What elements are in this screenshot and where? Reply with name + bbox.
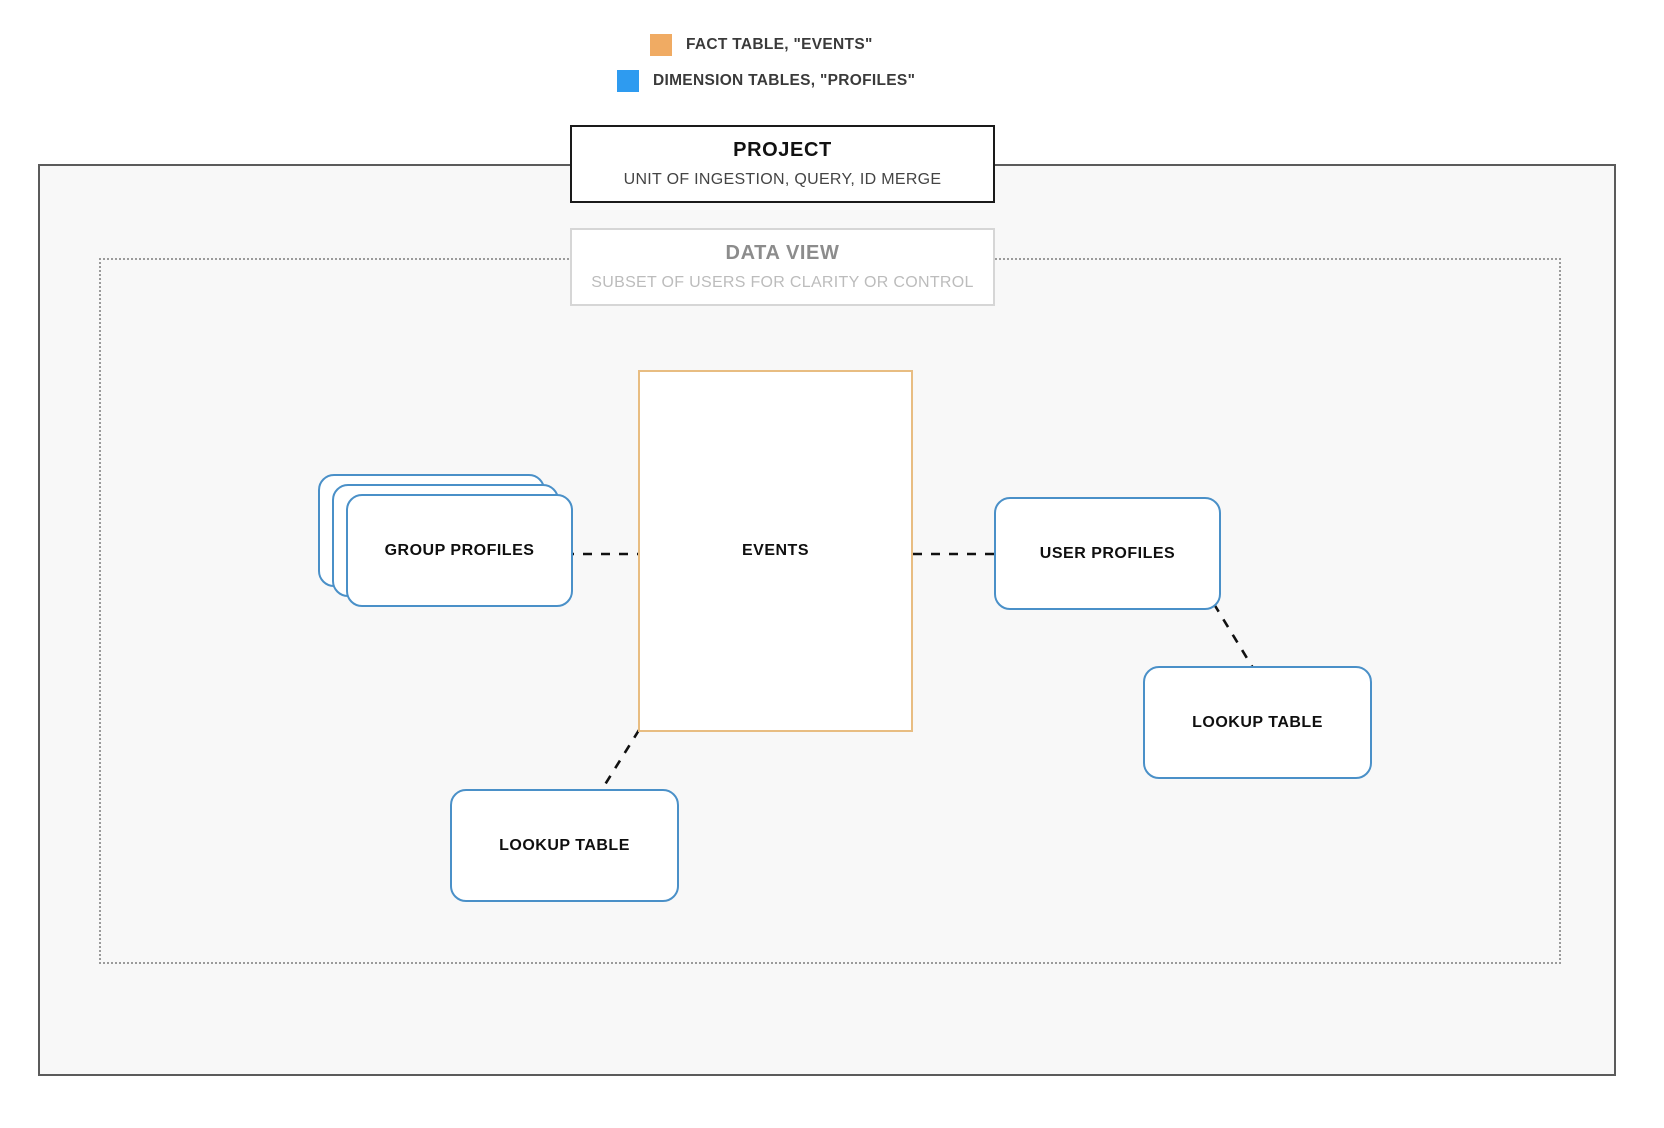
node-lookup-table-right-label: LOOKUP TABLE [1192,713,1323,731]
data-view-title-card: DATA VIEW SUBSET OF USERS FOR CLARITY OR… [570,228,995,306]
node-events[interactable]: EVENTS [638,370,913,732]
legend-item-dimension-tables: DIMENSION TABLES, "PROFILES" [0,66,1664,96]
node-lookup-table-right[interactable]: LOOKUP TABLE [1143,666,1372,779]
node-user-profiles-label: USER PROFILES [1039,544,1176,562]
project-title-card: PROJECT UNIT OF INGESTION, QUERY, ID MER… [570,125,995,203]
node-group-profiles-stack[interactable]: GROUP PROFILES [318,474,573,607]
legend-item-fact-table: FACT TABLE, "EVENTS" [0,30,1664,60]
legend-label-fact-table: FACT TABLE, "EVENTS" [686,36,873,53]
node-lookup-table-left-label: LOOKUP TABLE [499,836,630,854]
node-group-profiles-label: GROUP PROFILES [384,541,535,559]
data-view-subtitle: SUBSET OF USERS FOR CLARITY OR CONTROL [591,274,974,292]
legend: FACT TABLE, "EVENTS" DIMENSION TABLES, "… [0,30,1664,96]
project-title: PROJECT [733,139,832,162]
node-user-profiles[interactable]: USER PROFILES [994,497,1221,610]
orange-square-swatch-icon [650,34,672,56]
node-lookup-table-left[interactable]: LOOKUP TABLE [450,789,679,902]
node-events-label: EVENTS [741,542,809,559]
blue-square-swatch-icon [617,70,639,92]
data-view-title: DATA VIEW [725,242,840,265]
legend-label-dimension-tables: DIMENSION TABLES, "PROFILES" [653,72,916,89]
node-group-profiles[interactable]: GROUP PROFILES [346,494,573,607]
project-subtitle: UNIT OF INGESTION, QUERY, ID MERGE [623,171,942,189]
